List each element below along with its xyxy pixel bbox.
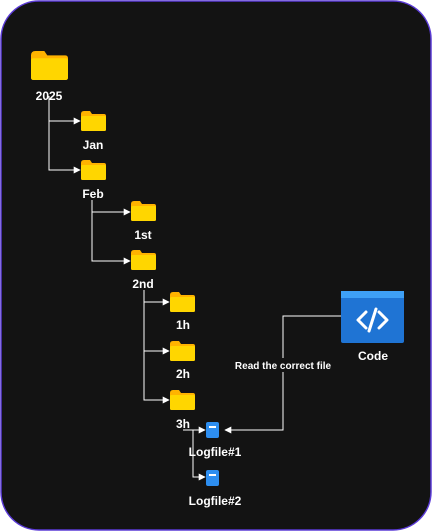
hour-3h-label: 3h [176,417,190,431]
connector-2nd-3h [143,351,170,404]
connector-feb-2nd [91,212,131,265]
connector-year-feb [48,121,81,174]
day-2nd-label: 2nd [132,277,153,291]
hour-1h-label: 1h [176,318,190,332]
code-icon[interactable] [341,291,404,343]
day-1st-label: 1st [134,228,151,242]
code-label: Code [358,349,388,363]
folder-icon[interactable] [131,250,156,270]
connector-3h-logfile2 [192,430,206,481]
jan-label: Jan [83,138,104,152]
folder-icon[interactable] [170,390,195,410]
folder-icon[interactable] [81,160,106,180]
folder-icon[interactable] [170,341,195,361]
year-label: 2025 [36,89,63,103]
folder-icon[interactable] [81,111,106,131]
file-icon[interactable] [206,422,219,438]
connectors [48,96,341,481]
feb-label: Feb [82,187,103,201]
edge-label-read: Read the correct file [235,361,332,372]
hour-2h-label: 2h [176,367,190,381]
connector-code-logfile1 [224,315,341,434]
logfile2-label: Logfile#2 [189,494,242,508]
folder-icon[interactable] [170,292,195,312]
logfile1-label: Logfile#1 [189,445,242,459]
file-icon[interactable] [206,470,219,486]
edge-label-background [232,358,334,372]
folder-icon[interactable] [131,201,156,221]
